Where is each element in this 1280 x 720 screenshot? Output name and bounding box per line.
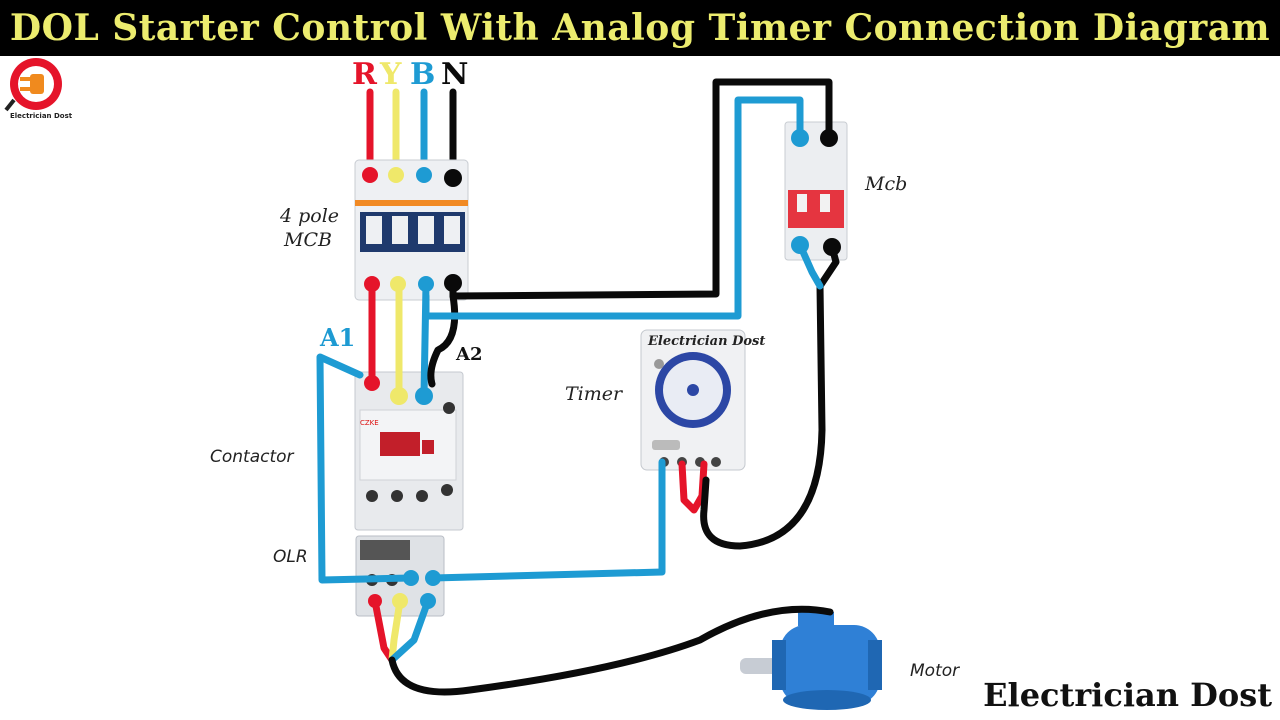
motor — [740, 612, 882, 710]
two-pole-mcb — [784, 121, 848, 261]
contactor-label: Contactor — [210, 447, 295, 467]
phase-y-label: Y — [379, 57, 402, 92]
olr-label: OLR — [273, 547, 308, 567]
mcb4-label-line2: MCB — [283, 229, 332, 251]
timer-jumper-wire — [678, 460, 708, 514]
title-bar: DOL Starter Control With Analog Timer Co… — [0, 0, 1280, 56]
logo-text: Electrician Dost — [10, 112, 73, 120]
phase-r-label: R — [352, 57, 378, 92]
a1-label: A1 — [319, 323, 355, 352]
a1-wire — [316, 353, 415, 584]
phase-n-label: N — [441, 57, 468, 92]
mcb-to-timer-phase — [796, 241, 824, 290]
mcb4-label-line1: 4 pole — [279, 205, 339, 227]
mcb-label: Mcb — [864, 173, 907, 195]
phase-wire-to-mcb — [422, 96, 804, 320]
olr-to-timer-wire — [429, 458, 666, 582]
timer-label: Timer — [565, 383, 624, 405]
four-pole-mcb — [354, 159, 469, 301]
mcb-to-timer-neutral — [700, 243, 840, 550]
a2-wire — [427, 292, 459, 388]
contactor: CZKE — [354, 371, 464, 531]
timer-brand: Electrician Dost — [647, 334, 765, 349]
neutral-wire-to-mcb — [449, 78, 833, 300]
brand-watermark: Electrician Dost — [983, 676, 1272, 714]
motor-label: Motor — [910, 661, 960, 681]
motor-cable — [371, 597, 834, 696]
analog-timer — [640, 329, 746, 471]
phase-b-label: B — [410, 57, 435, 92]
diagram-title: DOL Starter Control With Analog Timer Co… — [9, 7, 1271, 49]
a2-label: A2 — [455, 344, 483, 365]
contactor-brand: CZKE — [360, 419, 379, 427]
plug-logo-icon — [4, 58, 62, 112]
